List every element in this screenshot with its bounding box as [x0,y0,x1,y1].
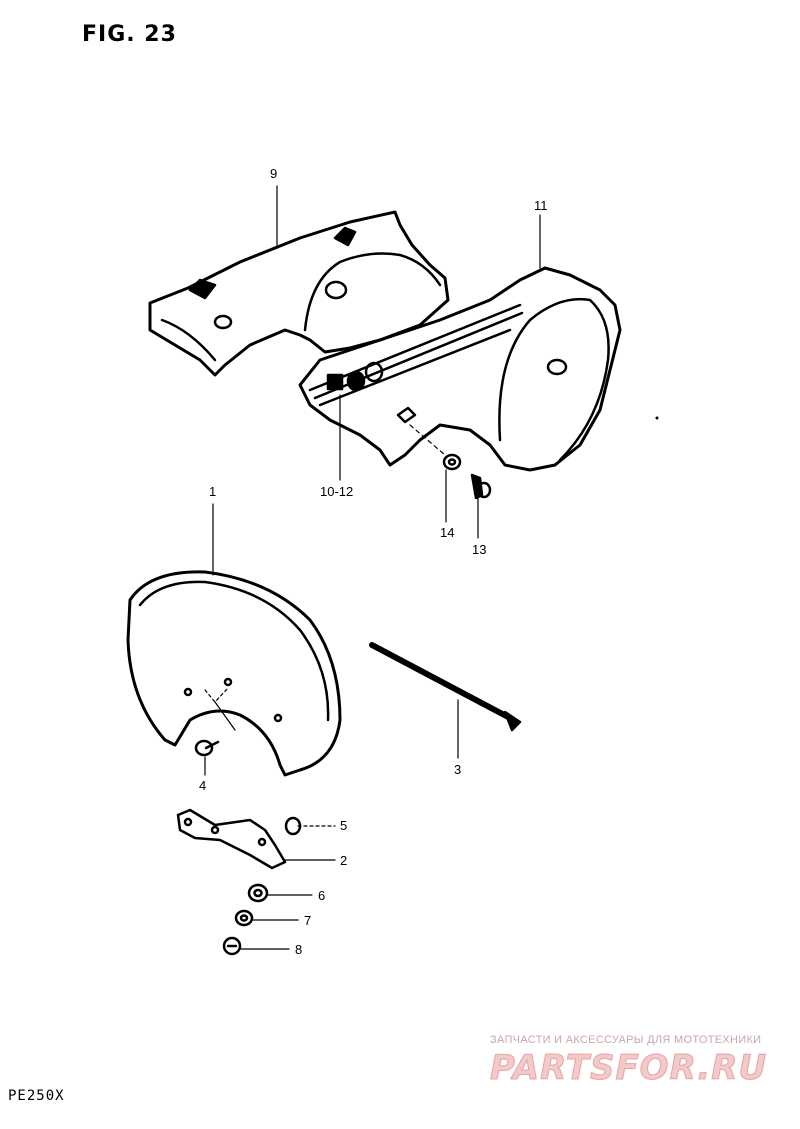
model-code: PE250X [8,1088,65,1104]
callout-13: 13 [472,542,487,557]
callout-3: 3 [454,762,462,777]
callout-4: 4 [199,778,207,793]
screw-4 [194,739,220,757]
callout-5: 5 [340,818,348,833]
bracket-2 [176,808,287,870]
cable-tie [369,642,522,732]
chain-guard-upper [148,210,450,377]
nut-7 [234,909,254,927]
callout-1: 1 [209,484,217,499]
washer-6 [247,883,269,903]
callout-2: 2 [340,853,348,868]
figure-title: FIG. 23 [82,22,177,47]
watermark-tagline: ЗАПЧАСТИ И АКСЕССУАРЫ ДЛЯ МОТОТЕХНИКИ [490,1034,762,1046]
disc-guard [126,570,342,777]
screw-13 [470,473,492,500]
callout-10-12: 10-12 [320,484,354,499]
callout-11: 11 [534,198,548,213]
callout-7: 7 [304,913,312,928]
callout-8: 8 [295,942,303,957]
callout-6: 6 [318,888,326,903]
bolt-5 [284,816,336,836]
chain-guard-lower [298,266,622,472]
washer-14 [442,453,462,471]
watermark-brand: PARTSFOR.RU [489,1048,768,1089]
callout-14: 14 [440,525,455,540]
leader-lines [204,185,541,950]
callout-9: 9 [270,166,278,181]
nut-8 [222,936,242,956]
